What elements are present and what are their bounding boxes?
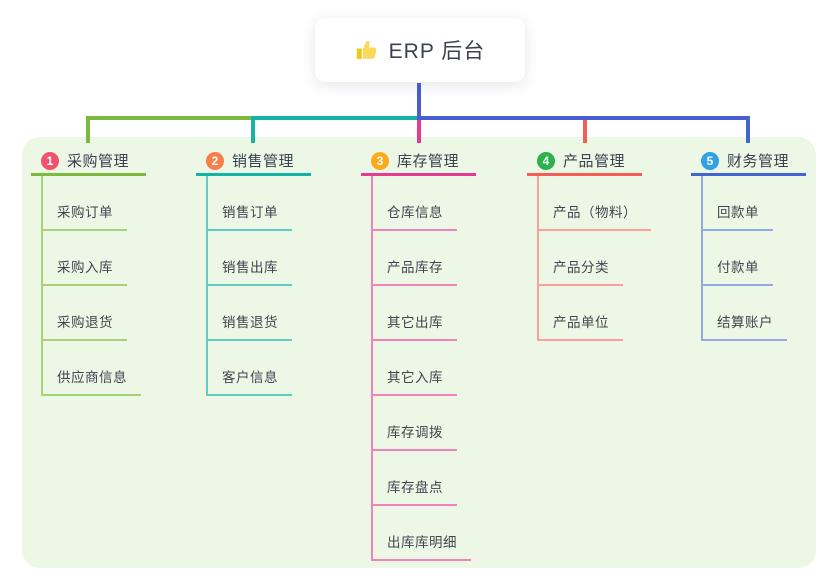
child-node-label: 销售出库	[206, 256, 292, 286]
branch-header[interactable]: 5 财务管理	[691, 148, 806, 176]
branch-1: 1 采购管理采购订单采购入库采购退货供应商信息	[31, 148, 146, 396]
branch-number-badge: 5	[701, 151, 719, 170]
branch-child-connector	[41, 176, 43, 396]
child-node-label: 回款单	[701, 201, 773, 231]
branch-number-badge: 1	[41, 151, 59, 170]
branch-title: 销售管理	[232, 153, 295, 170]
connector-line	[253, 116, 417, 120]
child-node[interactable]: 仓库信息	[371, 176, 476, 231]
child-node-label: 仓库信息	[371, 201, 457, 231]
child-node[interactable]: 库存盘点	[371, 451, 476, 506]
child-node-label: 供应商信息	[41, 366, 141, 396]
root-node[interactable]: ERP 后台	[315, 18, 525, 82]
branch-title: 库存管理	[397, 153, 460, 170]
branch-4: 4 产品管理产品（物料） 产品分类产品单位	[527, 148, 651, 341]
branch-header[interactable]: 1 采购管理	[31, 148, 146, 176]
connector-line	[583, 120, 587, 143]
branch-5: 5 财务管理回款单付款单结算账户	[691, 148, 806, 341]
connector-line	[417, 116, 750, 120]
root-title: ERP 后台	[388, 40, 486, 63]
child-node-label: 库存调拨	[371, 421, 457, 451]
connector-line	[251, 116, 255, 143]
connector-line	[86, 116, 253, 120]
child-node-label: 结算账户	[701, 311, 787, 341]
child-node[interactable]: 回款单	[701, 176, 806, 231]
connector-line	[746, 116, 750, 143]
child-node[interactable]: 其它入库	[371, 341, 476, 396]
branch-2: 2 销售管理销售订单销售出库销售退货客户信息	[196, 148, 311, 396]
child-node[interactable]: 供应商信息	[41, 341, 146, 396]
child-node-label: 销售退货	[206, 311, 292, 341]
branch-children: 回款单付款单结算账户	[701, 176, 806, 341]
branch-child-connector	[371, 176, 373, 561]
branch-title: 采购管理	[67, 153, 130, 170]
child-node[interactable]: 产品库存	[371, 231, 476, 286]
child-node[interactable]: 采购退货	[41, 286, 146, 341]
child-node-label: 采购订单	[41, 201, 127, 231]
child-node[interactable]: 产品单位	[537, 286, 651, 341]
child-node[interactable]: 其它出库	[371, 286, 476, 341]
child-node-label: 客户信息	[206, 366, 292, 396]
child-node[interactable]: 产品分类	[537, 231, 651, 286]
connector-line	[86, 116, 90, 143]
branch-title: 财务管理	[727, 153, 790, 170]
child-node-label: 产品分类	[537, 256, 623, 286]
branches-panel	[22, 137, 816, 568]
child-node-label: 产品（物料）	[537, 201, 651, 231]
child-node-label: 采购退货	[41, 311, 127, 341]
child-node-label: 其它出库	[371, 311, 457, 341]
child-node[interactable]: 付款单	[701, 231, 806, 286]
child-node-label: 其它入库	[371, 366, 457, 396]
branch-3: 3 库存管理仓库信息产品库存其它出库其它入库库存调拨库存盘点出库库明细	[361, 148, 476, 561]
branch-children: 采购订单采购入库采购退货供应商信息	[41, 176, 146, 396]
child-node[interactable]: 销售订单	[206, 176, 311, 231]
child-node-label: 出库库明细	[371, 531, 471, 561]
branch-header[interactable]: 2 销售管理	[196, 148, 311, 176]
branch-child-connector	[701, 176, 703, 341]
branch-header[interactable]: 4 产品管理	[527, 148, 642, 176]
child-node[interactable]: 采购订单	[41, 176, 146, 231]
child-node-label: 销售订单	[206, 201, 292, 231]
branch-children: 产品（物料） 产品分类产品单位	[537, 176, 651, 341]
child-node-label: 付款单	[701, 256, 773, 286]
child-node-label: 产品单位	[537, 311, 623, 341]
child-node[interactable]: 产品（物料）	[537, 176, 651, 231]
child-node[interactable]: 库存调拨	[371, 396, 476, 451]
branch-number-badge: 4	[537, 151, 555, 170]
branch-child-connector	[537, 176, 539, 341]
child-node[interactable]: 出库库明细	[371, 506, 476, 561]
child-node-label: 产品库存	[371, 256, 457, 286]
branch-child-connector	[206, 176, 208, 396]
child-node-label: 采购入库	[41, 256, 127, 286]
branch-children: 仓库信息产品库存其它出库其它入库库存调拨库存盘点出库库明细	[371, 176, 476, 561]
child-node[interactable]: 销售退货	[206, 286, 311, 341]
child-node[interactable]: 客户信息	[206, 341, 311, 396]
child-node[interactable]: 采购入库	[41, 231, 146, 286]
branch-header[interactable]: 3 库存管理	[361, 148, 476, 176]
branch-title: 产品管理	[563, 153, 626, 170]
branch-number-badge: 3	[371, 151, 389, 170]
connector-line	[417, 120, 421, 143]
branch-children: 销售订单销售出库销售退货客户信息	[206, 176, 311, 396]
child-node[interactable]: 销售出库	[206, 231, 311, 286]
connector-line	[417, 83, 421, 120]
branch-number-badge: 2	[206, 151, 224, 170]
child-node-label: 库存盘点	[371, 476, 457, 506]
child-node[interactable]: 结算账户	[701, 286, 806, 341]
thumbs-up-icon	[355, 38, 379, 62]
